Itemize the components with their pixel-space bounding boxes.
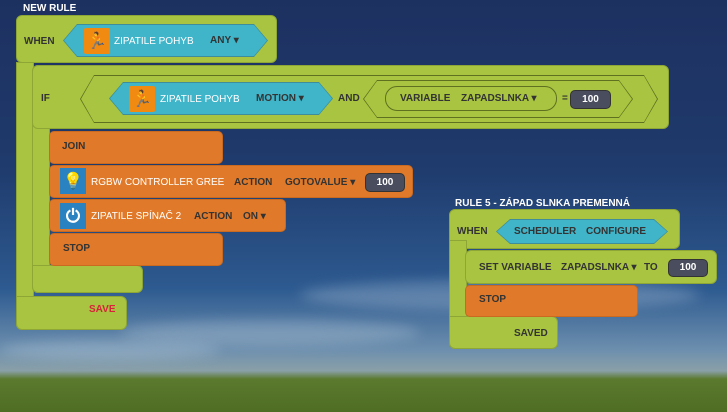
stop-label: STOP: [63, 243, 91, 254]
rgbw-option-dropdown[interactable]: GOTOVALUE ▾: [285, 177, 356, 188]
rule-title: RULE 5 - ZÁPAD SLNKA PREMENNÁ: [455, 198, 631, 209]
power-icon: ⏻: [60, 203, 86, 229]
scheduler-option[interactable]: CONFIGURE: [586, 226, 646, 237]
motion-icon: 🏃: [129, 86, 155, 112]
variable-label: VARIABLE: [400, 93, 451, 104]
stop-label: STOP: [479, 294, 507, 305]
condition-device: ZIPATILE POHYB: [160, 94, 240, 105]
to-label: TO: [644, 262, 658, 273]
variable-dropdown[interactable]: ZAPADSLNKA ▾: [561, 262, 637, 273]
compare-value-input[interactable]: 100: [570, 90, 611, 109]
equals-label: =: [562, 93, 568, 104]
variable-pill[interactable]: [385, 86, 557, 111]
switch-action-block[interactable]: [49, 199, 286, 232]
trigger-option-dropdown[interactable]: ANY ▾: [210, 35, 239, 46]
condition-option-dropdown[interactable]: MOTION ▾: [256, 93, 304, 104]
if-bottom: [32, 265, 143, 293]
switch-device: ZIPATILE SPÍNAČ 2: [91, 211, 182, 222]
switch-option-dropdown[interactable]: ON ▾: [243, 211, 266, 222]
rgbw-action-block[interactable]: [49, 165, 413, 198]
join-label: JOIN: [62, 141, 86, 152]
variable-dropdown[interactable]: ZAPADSLNKA ▾: [461, 93, 537, 104]
set-value-input[interactable]: 100: [668, 259, 708, 277]
trigger-device: ZIPATILE POHYB: [114, 36, 194, 47]
saved-status: SAVED: [514, 328, 548, 339]
save-button[interactable]: SAVE: [89, 304, 116, 315]
scheduler-block[interactable]: [496, 219, 668, 244]
bulb-icon: 💡: [60, 168, 86, 194]
if-label: IF: [41, 93, 50, 104]
stop-block[interactable]: [49, 233, 223, 266]
when-label: WHEN: [24, 36, 55, 47]
rgbw-device: RGBW CONTROLLER GREE: [91, 177, 225, 188]
set-variable-label: SET VARIABLE: [479, 262, 552, 273]
rgbw-value-input[interactable]: 100: [365, 173, 405, 192]
action-label: ACTION: [194, 211, 233, 222]
scheduler-label: SCHEDULER: [514, 226, 577, 237]
action-label: ACTION: [234, 177, 273, 188]
when-label: WHEN: [457, 226, 488, 237]
and-label: AND: [338, 93, 360, 104]
save-area: [16, 296, 127, 330]
rule-title: NEW RULE: [23, 3, 77, 14]
join-block[interactable]: [49, 131, 223, 164]
stop-block[interactable]: [465, 285, 638, 317]
motion-icon: 🏃: [84, 28, 110, 54]
